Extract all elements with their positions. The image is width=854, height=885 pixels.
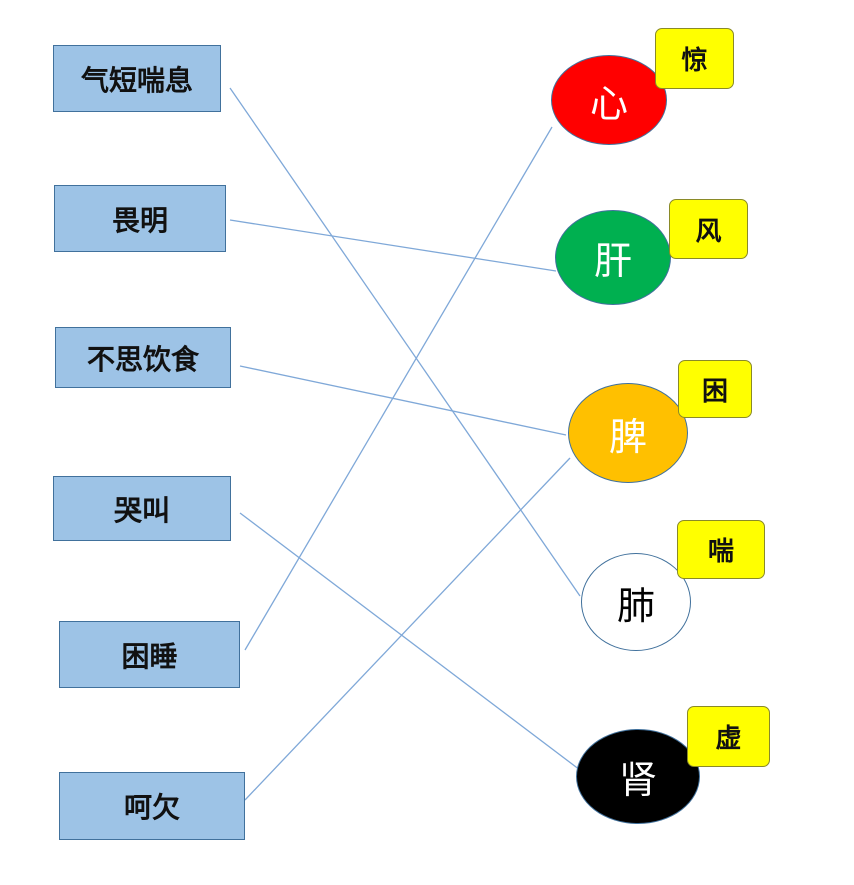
symptom-label: 哭叫	[113, 493, 170, 527]
tag-xu: 虚	[687, 706, 770, 767]
symptom-box-wei-ming: 畏明	[54, 185, 226, 252]
connector-line	[229, 219, 557, 272]
symptom-label: 困睡	[121, 639, 178, 673]
tag-kun: 困	[678, 360, 752, 418]
symptom-label: 畏明	[111, 203, 168, 237]
symptom-box-bu-si-yin-shi: 不思饮食	[55, 327, 231, 388]
organ-label: 肺	[616, 583, 655, 628]
symptom-box-ku-jiao: 哭叫	[53, 476, 231, 541]
tag-label: 困	[701, 376, 728, 407]
tag-chuan: 喘	[677, 520, 765, 579]
tag-label: 虚	[715, 724, 742, 754]
symptom-box-he-qian: 呵欠	[59, 772, 245, 840]
connector-line	[239, 512, 581, 771]
connector-line	[229, 87, 581, 597]
organ-label: 心	[589, 81, 628, 126]
connector-line	[239, 365, 567, 436]
organ-label: 脾	[608, 414, 647, 459]
connector-line	[244, 126, 553, 651]
organ-liver: 肝	[555, 210, 671, 305]
tag-label: 喘	[707, 537, 734, 567]
organ-spleen: 脾	[568, 383, 688, 483]
connector-line	[244, 457, 571, 801]
tag-label: 风	[695, 216, 722, 247]
tag-feng: 风	[669, 199, 748, 259]
organ-label: 肾	[618, 758, 657, 802]
organ-lung: 肺	[581, 553, 691, 651]
symptom-label: 气短喘息	[80, 63, 193, 97]
organ-kidney: 肾	[576, 729, 700, 824]
symptom-box-kun-shui: 困睡	[59, 621, 240, 688]
symptom-box-qi-duan-chuan-xi: 气短喘息	[53, 45, 221, 112]
tag-label: 惊	[681, 46, 708, 76]
symptom-label: 不思饮食	[86, 342, 199, 376]
symptom-label: 呵欠	[123, 791, 180, 824]
tag-jing: 惊	[655, 28, 734, 89]
organ-heart: 心	[551, 55, 667, 145]
organ-label: 肝	[593, 239, 632, 283]
